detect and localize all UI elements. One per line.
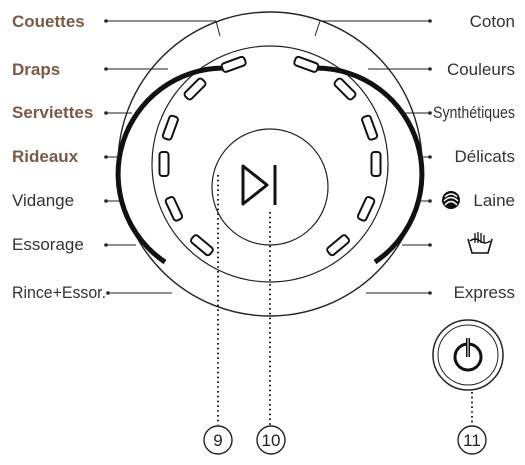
start-pause-button[interactable] xyxy=(211,128,329,246)
program-couettes[interactable]: Couettes xyxy=(12,12,221,37)
leader-dot-laine xyxy=(428,199,432,203)
program-label-laine: Laine xyxy=(473,191,515,210)
program-tick-right-2 xyxy=(361,114,379,141)
right-program-list: Coton Couleurs Synthétiques Délicats Lai… xyxy=(314,12,515,302)
program-tick-left-4 xyxy=(164,196,184,222)
left-program-list: Couettes Draps Serviettes Rideaux Vidang… xyxy=(12,12,221,302)
leader-dot-delicats xyxy=(428,155,432,159)
callout-circle-9 xyxy=(203,425,233,455)
power-icon xyxy=(453,338,483,372)
program-arc-right xyxy=(315,65,425,265)
program-express[interactable]: Express xyxy=(366,283,515,302)
leader-dot-draps xyxy=(104,67,108,71)
program-tick-right-5 xyxy=(326,234,350,257)
leader-dot-handwash xyxy=(428,243,432,247)
leader-stub-coton xyxy=(314,20,321,37)
leader-dot-couleurs xyxy=(428,67,432,71)
program-label-coton: Coton xyxy=(470,12,515,31)
callout-circle-11 xyxy=(457,425,487,455)
leader-dot-rideaux xyxy=(104,155,108,159)
leader-dot-essorage xyxy=(104,243,108,247)
program-label-rideaux: Rideaux xyxy=(12,147,79,166)
program-tick-left-0 xyxy=(220,55,247,73)
program-draps[interactable]: Draps xyxy=(12,60,168,79)
leader-dot-express xyxy=(428,291,432,295)
leader-dot-synthetiques xyxy=(428,111,432,115)
callout-label-11: 11 xyxy=(463,431,481,450)
program-tick-left-3 xyxy=(158,151,170,177)
program-label-couleurs: Couleurs xyxy=(447,60,515,79)
program-rideaux[interactable]: Rideaux xyxy=(12,147,120,166)
program-dial-inner xyxy=(151,45,389,283)
program-tick-left-1 xyxy=(183,77,207,101)
handwash-icon xyxy=(467,232,493,254)
program-label-vidange: Vidange xyxy=(12,191,74,210)
program-vidange[interactable]: Vidange xyxy=(12,191,120,210)
program-label-draps: Draps xyxy=(12,60,60,79)
program-handwash[interactable] xyxy=(402,232,493,254)
program-tick-right-1 xyxy=(333,77,357,101)
program-arc-left xyxy=(115,65,225,265)
power-button-inner-ring xyxy=(437,324,499,386)
leader-dot-couettes xyxy=(104,19,108,23)
program-synthetiques[interactable]: Synthétiques xyxy=(402,103,515,122)
callout-label-9: 9 xyxy=(213,431,222,450)
program-label-synthetiques: Synthétiques xyxy=(433,103,515,122)
leader-dot-coton xyxy=(428,19,432,23)
leader-stub-couettes xyxy=(215,20,221,37)
program-label-delicats: Délicats xyxy=(455,147,515,166)
program-couleurs[interactable]: Couleurs xyxy=(368,60,515,79)
play-pause-icon xyxy=(241,164,277,206)
program-serviettes[interactable]: Serviettes xyxy=(12,103,132,122)
program-laine[interactable]: Laine xyxy=(418,191,515,210)
program-tick-right-4 xyxy=(356,196,376,222)
program-label-essorage: Essorage xyxy=(12,235,84,254)
callout-label-10: 10 xyxy=(262,431,281,450)
program-label-rince-essor: Rince+Essor. xyxy=(12,283,106,302)
leader-dot-rince-essor xyxy=(106,291,110,295)
program-tick-marks xyxy=(158,55,382,257)
leader-dot-vidange xyxy=(104,199,108,203)
program-tick-right-0 xyxy=(293,55,320,73)
program-rince-essor[interactable]: Rince+Essor. xyxy=(12,283,172,302)
program-tick-left-5 xyxy=(190,234,214,257)
program-coton[interactable]: Coton xyxy=(314,12,515,37)
program-label-serviettes: Serviettes xyxy=(12,103,93,122)
program-tick-left-2 xyxy=(161,114,179,141)
program-essorage[interactable]: Essorage xyxy=(12,235,136,254)
leader-dot-serviettes xyxy=(104,111,108,115)
program-delicats[interactable]: Délicats xyxy=(418,147,515,166)
callout-circle-10 xyxy=(256,425,286,455)
program-label-couettes: Couettes xyxy=(12,12,85,31)
program-label-express: Express xyxy=(454,283,515,302)
program-tick-right-3 xyxy=(370,151,382,177)
wool-icon xyxy=(442,191,460,209)
